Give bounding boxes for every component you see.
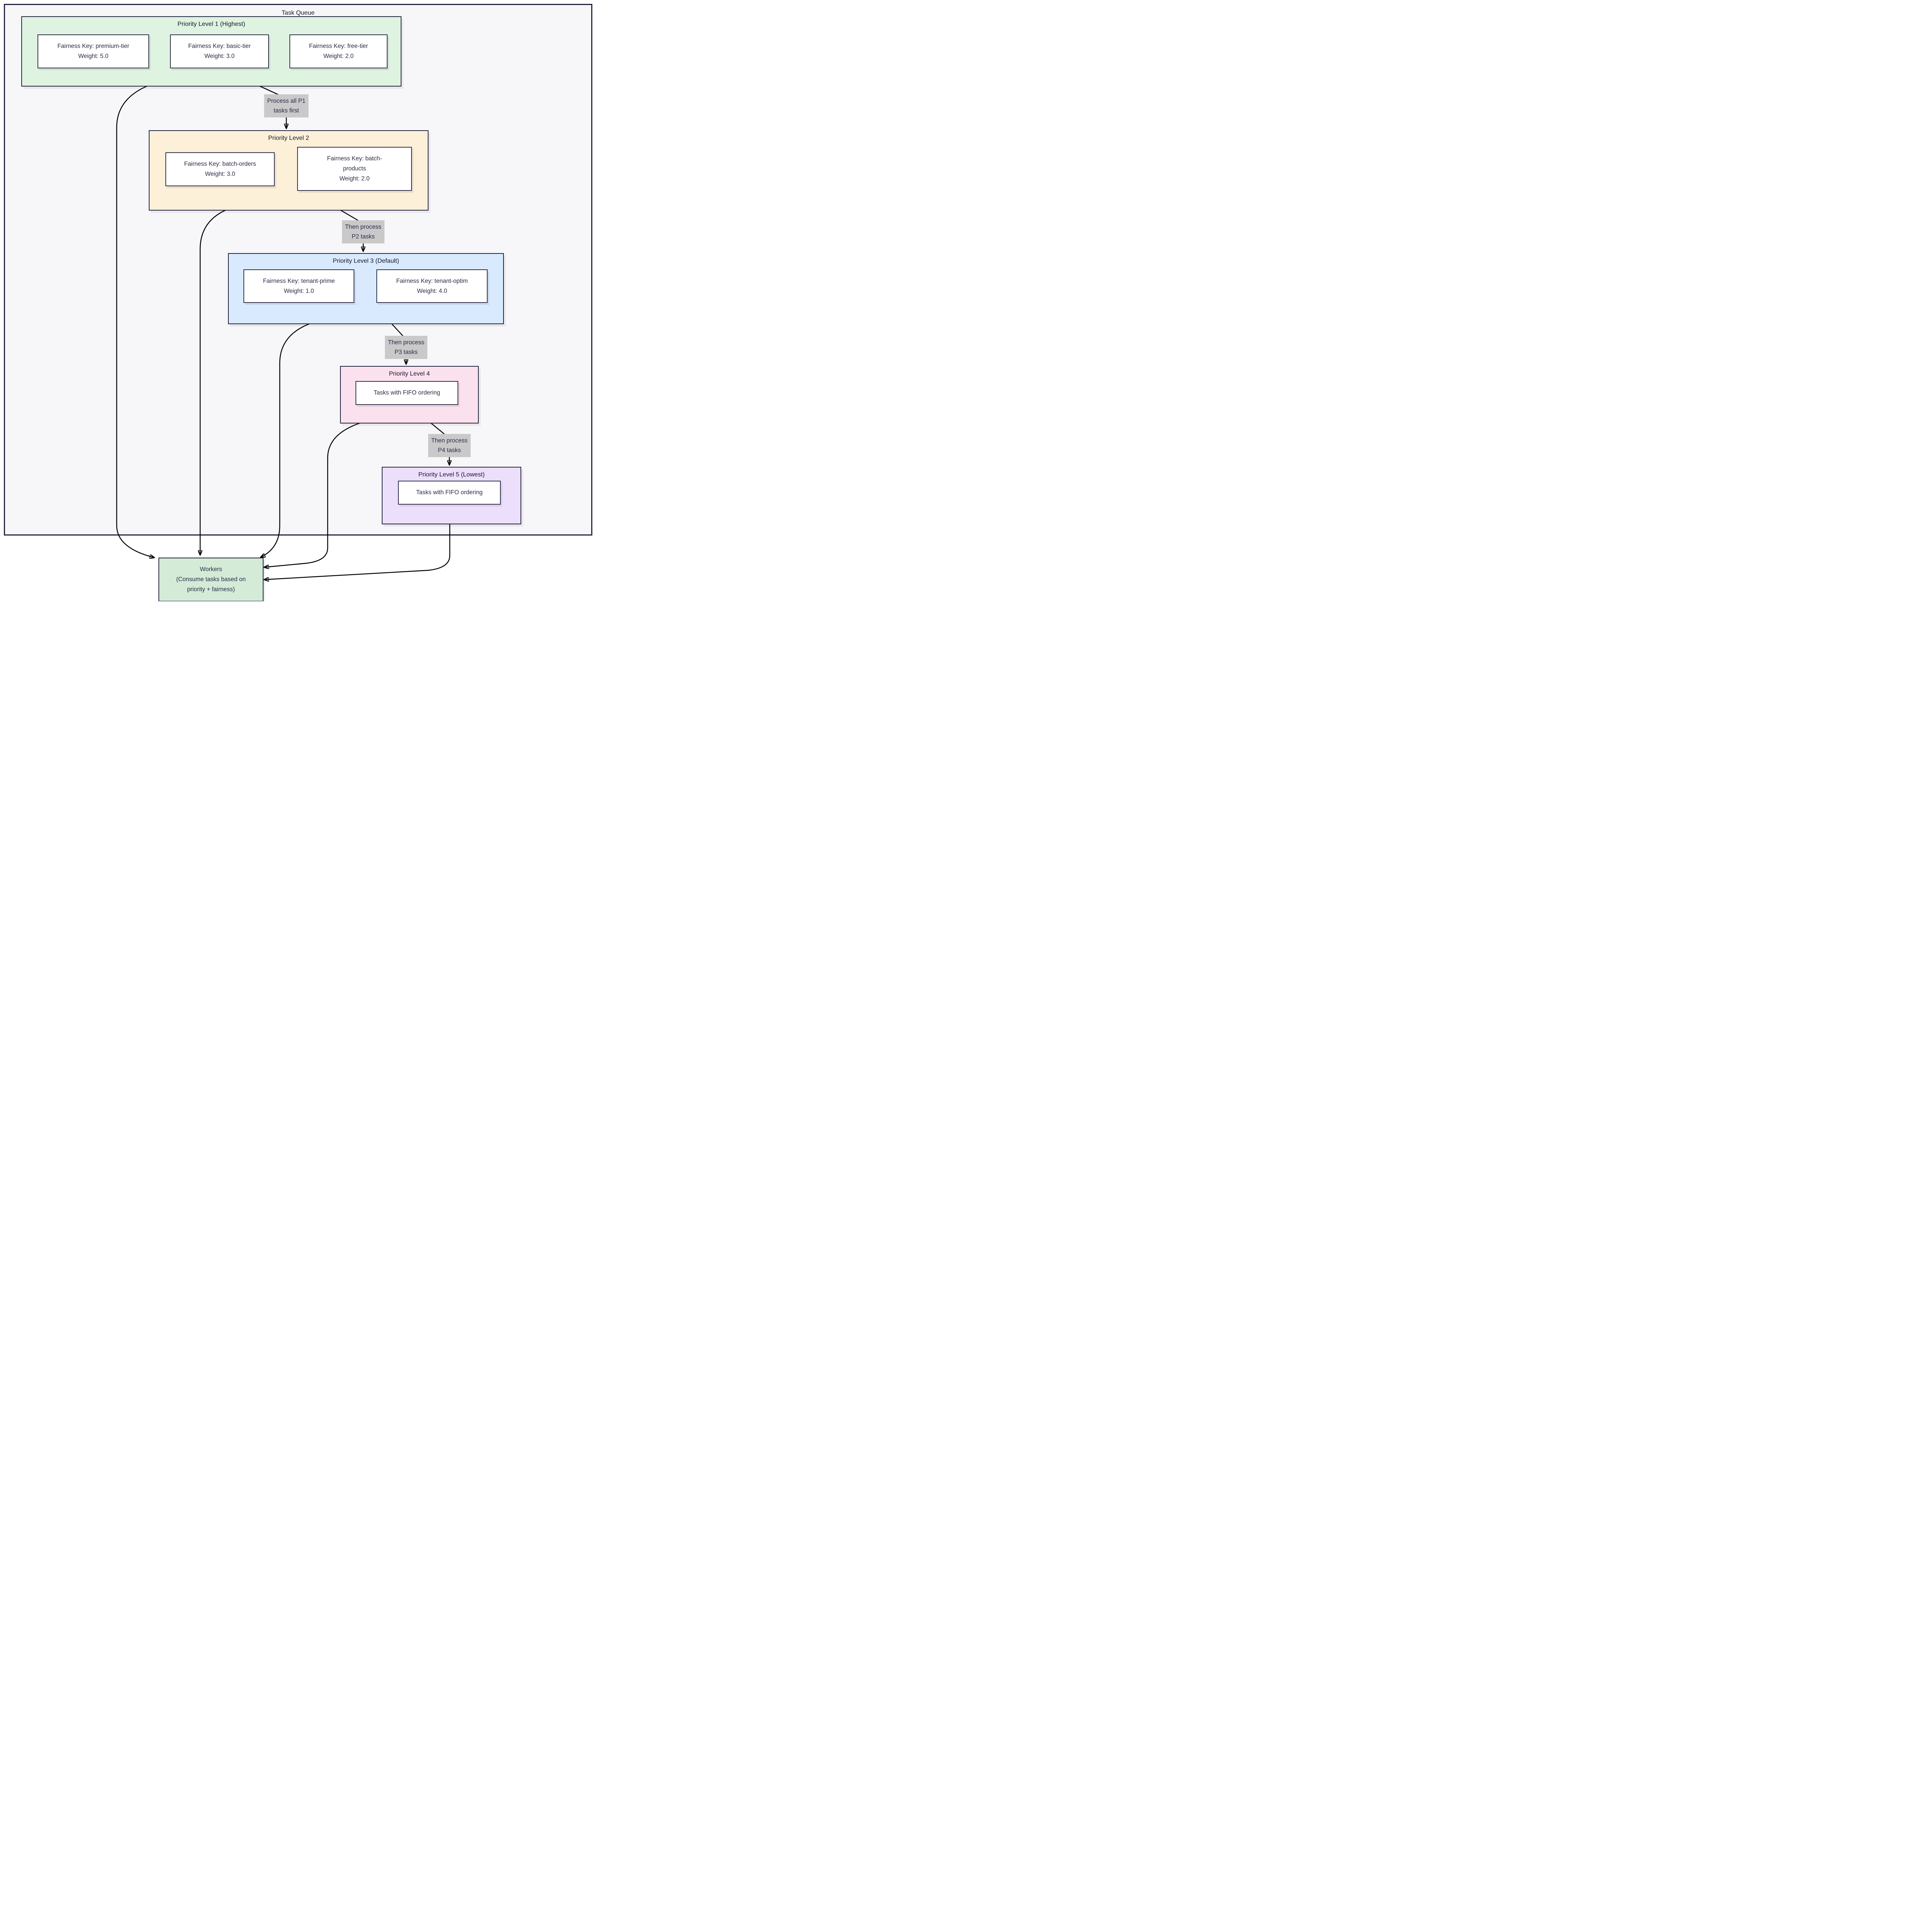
node-basic-tier-line2: Weight: 3.0 <box>204 53 235 60</box>
cluster-priority-1-title: Priority Level 1 (Highest) <box>177 21 245 27</box>
edge-label-p2-p3-line1: Then process <box>345 224 381 230</box>
node-tenant-optim: Fairness Key: tenant-optim Weight: 4.0 <box>376 269 488 303</box>
node-batch-orders-line2: Weight: 3.0 <box>205 171 235 177</box>
node-batch-products-line3: Weight: 2.0 <box>339 175 370 182</box>
node-p4-fifo-line1: Tasks with FIFO ordering <box>373 389 440 396</box>
edge-label-p1-p2-line2: tasks first <box>274 107 299 114</box>
workers-line3: priority + fairness) <box>187 586 235 593</box>
node-premium-tier-line2: Weight: 5.0 <box>78 53 109 60</box>
node-tenant-optim-line2: Weight: 4.0 <box>417 287 447 294</box>
node-batch-products-line2: products <box>343 165 366 172</box>
node-free-tier-line2: Weight: 2.0 <box>323 53 354 60</box>
task-queue-title: Task Queue <box>281 10 315 16</box>
node-batch-products: Fairness Key: batch- products Weight: 2.… <box>297 147 412 191</box>
edge-label-p3-p4: Then process P3 tasks <box>385 336 427 359</box>
node-premium-tier-line1: Fairness Key: premium-tier <box>57 43 129 49</box>
node-free-tier: Fairness Key: free-tier Weight: 2.0 <box>289 34 388 68</box>
cluster-priority-2-title: Priority Level 2 <box>268 135 309 141</box>
node-p5-fifo: Tasks with FIFO ordering <box>398 481 501 505</box>
node-p5-fifo-line1: Tasks with FIFO ordering <box>416 489 483 496</box>
node-tenant-prime-line2: Weight: 1.0 <box>284 287 314 294</box>
node-batch-products-line1: Fairness Key: batch- <box>327 155 382 162</box>
workers-line2: (Consume tasks based on <box>176 576 246 583</box>
node-tenant-optim-line1: Fairness Key: tenant-optim <box>396 277 468 284</box>
edge-label-p4-p5-line1: Then process <box>431 437 468 444</box>
node-tenant-prime-line1: Fairness Key: tenant-prime <box>263 277 335 284</box>
node-premium-tier: Fairness Key: premium-tier Weight: 5.0 <box>37 34 149 68</box>
edge-label-p2-p3: Then process P2 tasks <box>342 220 384 243</box>
node-p4-fifo: Tasks with FIFO ordering <box>355 381 458 405</box>
edge-label-p3-p4-line1: Then process <box>388 339 424 346</box>
edge-label-p3-p4-line2: P3 tasks <box>395 349 418 355</box>
edge-label-p1-p2: Process all P1 tasks first <box>264 94 309 117</box>
cluster-priority-5-title: Priority Level 5 (Lowest) <box>418 471 485 478</box>
node-basic-tier-line1: Fairness Key: basic-tier <box>188 43 251 49</box>
diagram-canvas: Task Queue Priority Level 1 (Highest) Fa… <box>0 0 596 601</box>
cluster-priority-4-title: Priority Level 4 <box>389 371 430 377</box>
workers-line1: Workers <box>200 566 222 573</box>
node-free-tier-line1: Fairness Key: free-tier <box>309 43 368 49</box>
workers-node: Workers (Consume tasks based on priority… <box>158 558 264 601</box>
node-tenant-prime: Fairness Key: tenant-prime Weight: 1.0 <box>243 269 354 303</box>
edge-label-p4-p5: Then process P4 tasks <box>428 434 471 457</box>
edge-label-p2-p3-line2: P2 tasks <box>352 233 375 240</box>
node-basic-tier: Fairness Key: basic-tier Weight: 3.0 <box>170 34 269 68</box>
node-batch-orders-line1: Fairness Key: batch-orders <box>184 161 256 167</box>
edge-label-p4-p5-line2: P4 tasks <box>438 447 461 454</box>
cluster-priority-3-title: Priority Level 3 (Default) <box>333 258 399 264</box>
node-batch-orders: Fairness Key: batch-orders Weight: 3.0 <box>165 152 275 186</box>
edge-label-p1-p2-line1: Process all P1 <box>267 98 306 104</box>
